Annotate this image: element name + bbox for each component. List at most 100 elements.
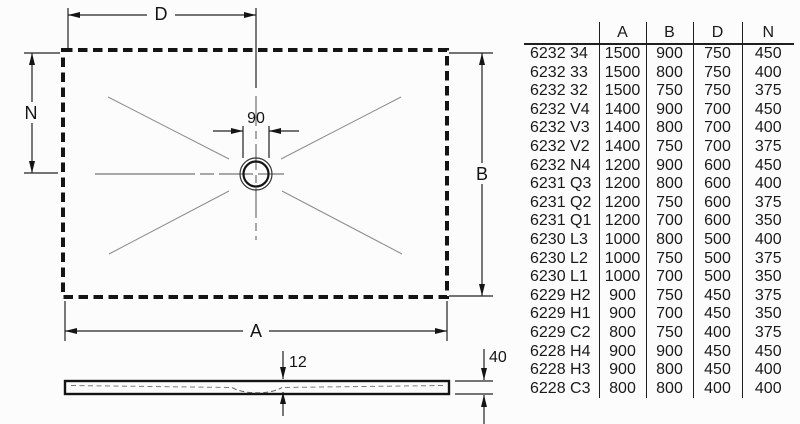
model-cell: 6229 H2 [530,286,591,304]
dimension-drain-90 [213,126,299,158]
dim-d-cell: 750 [692,44,742,64]
side-view: 12 40 [63,349,507,424]
floor-slope-lines [70,385,444,394]
model-cell: 6230 L1 [530,268,588,286]
model-cell: 6232 N4 [530,156,591,174]
dim-n-cell: 400 [741,119,794,138]
dim-b-cell: 900 [645,342,693,362]
model-column-header [524,22,599,45]
dim-n-cell: 375 [741,323,794,343]
table-row: 6229 H1 900 700 450 350 [524,305,794,324]
dim-d-cell: 500 [692,249,742,269]
dim-n-cell: 450 [741,100,794,120]
dim-b-cell: 800 [645,119,693,138]
model-cell: 6229 H1 [530,305,591,323]
column-header-n: N [741,22,794,45]
dim-b-cell: 900 [645,100,693,120]
dim-b-cell: 800 [645,379,693,399]
dim-a-cell: 900 [598,361,646,380]
dim-b-cell: 700 [645,212,693,231]
model-cell: 6229 C2 [530,323,591,341]
model-cell: 6230 L3 [530,230,588,248]
dim-a-cell: 1000 [598,249,646,269]
table-row: 6231 Q1 1200 700 600 350 [524,212,794,231]
dim-n-cell: 400 [741,63,794,83]
model-cell: 6232 V2 [530,137,590,155]
table-row: 6229 C2 800 750 400 375 [524,323,794,343]
dim-b-cell: 800 [645,230,693,250]
dimensions-table: A B D N 6232 34 1500 900 750 450 6232 33… [524,22,794,399]
shower-tray-diagram: D N B A [20,4,507,424]
dim-label-height: 40 [489,349,507,366]
dim-n-cell: 350 [741,305,794,324]
table-row: 6230 L3 1000 800 500 400 [524,230,794,250]
dim-b-cell: 750 [645,82,693,101]
table-row: 6232 N4 1200 900 600 450 [524,156,794,176]
table-row: 6232 V2 1400 750 700 375 [524,137,794,157]
dim-a-cell: 1500 [598,82,646,101]
dim-n-cell: 375 [741,137,794,157]
dim-a-cell: 1200 [598,212,646,231]
tray-profile [63,379,451,396]
dim-d-cell: 600 [692,175,742,194]
model-cell: 6231 Q3 [530,175,592,193]
dim-d-cell: 600 [692,212,742,231]
table-body: 6232 34 1500 900 750 450 6232 33 1500 80… [524,44,794,399]
dim-d-cell: 450 [692,286,742,306]
model-cell: 6232 V3 [530,119,590,137]
dim-a-cell: 1200 [598,156,646,176]
dim-d-cell: 600 [692,156,742,176]
dim-d-cell: 500 [692,230,742,250]
dim-a-cell: 1500 [598,44,646,64]
table-row: 6232 V3 1400 800 700 400 [524,119,794,138]
dim-a-cell: 900 [598,342,646,362]
dim-label-d: D [155,4,168,24]
table-row: 6228 C3 800 800 400 400 [524,379,794,399]
dim-b-cell: 750 [645,137,693,157]
dim-b-cell: 750 [645,323,693,343]
dim-n-cell: 375 [741,249,794,269]
dim-d-cell: 400 [692,379,742,399]
dim-n-cell: 450 [741,44,794,64]
dim-b-cell: 750 [645,249,693,269]
dim-a-cell: 1500 [598,63,646,83]
dim-a-cell: 1400 [598,137,646,157]
dim-d-cell: 450 [692,342,742,362]
model-cell: 6232 32 [530,82,588,100]
dim-b-cell: 800 [645,175,693,194]
dim-n-cell: 350 [741,268,794,287]
drain-outer-circle [239,157,273,191]
dim-a-cell: 1200 [598,175,646,194]
dim-d-cell: 700 [692,137,742,157]
model-cell: 6228 H4 [530,342,591,360]
dim-n-cell: 400 [741,379,794,399]
dim-d-cell: 600 [692,193,742,213]
model-cell: 6232 V4 [530,100,590,118]
table-row: 6232 33 1500 800 750 400 [524,63,794,83]
dim-n-cell: 375 [741,82,794,101]
dim-label-depth: 12 [289,354,307,371]
dim-d-cell: 700 [692,119,742,138]
table-row: 6228 H4 900 900 450 450 [524,342,794,362]
slope-diagonals [107,96,403,255]
dim-label-b: B [476,164,488,184]
dim-b-cell: 900 [645,44,693,64]
dim-b-cell: 750 [645,193,693,213]
dim-b-cell: 700 [645,268,693,287]
dim-n-cell: 400 [741,230,794,250]
plan-view: D N B A [20,4,493,341]
dim-a-cell: 800 [598,379,646,399]
label-gap [20,102,43,123]
dim-n-cell: 400 [741,361,794,380]
table-row: 6232 V4 1400 900 700 450 [524,100,794,120]
table-row: 6228 H3 900 800 450 400 [524,361,794,380]
model-cell: 6231 Q1 [530,212,592,230]
label-gap [147,4,175,23]
model-cell: 6231 Q2 [530,193,592,211]
drain-inner-circle [242,160,270,188]
label-gap [243,321,269,341]
table-row: 6232 32 1500 750 750 375 [524,82,794,101]
model-cell: 6228 C3 [530,379,591,397]
column-header-d: D [692,22,742,45]
